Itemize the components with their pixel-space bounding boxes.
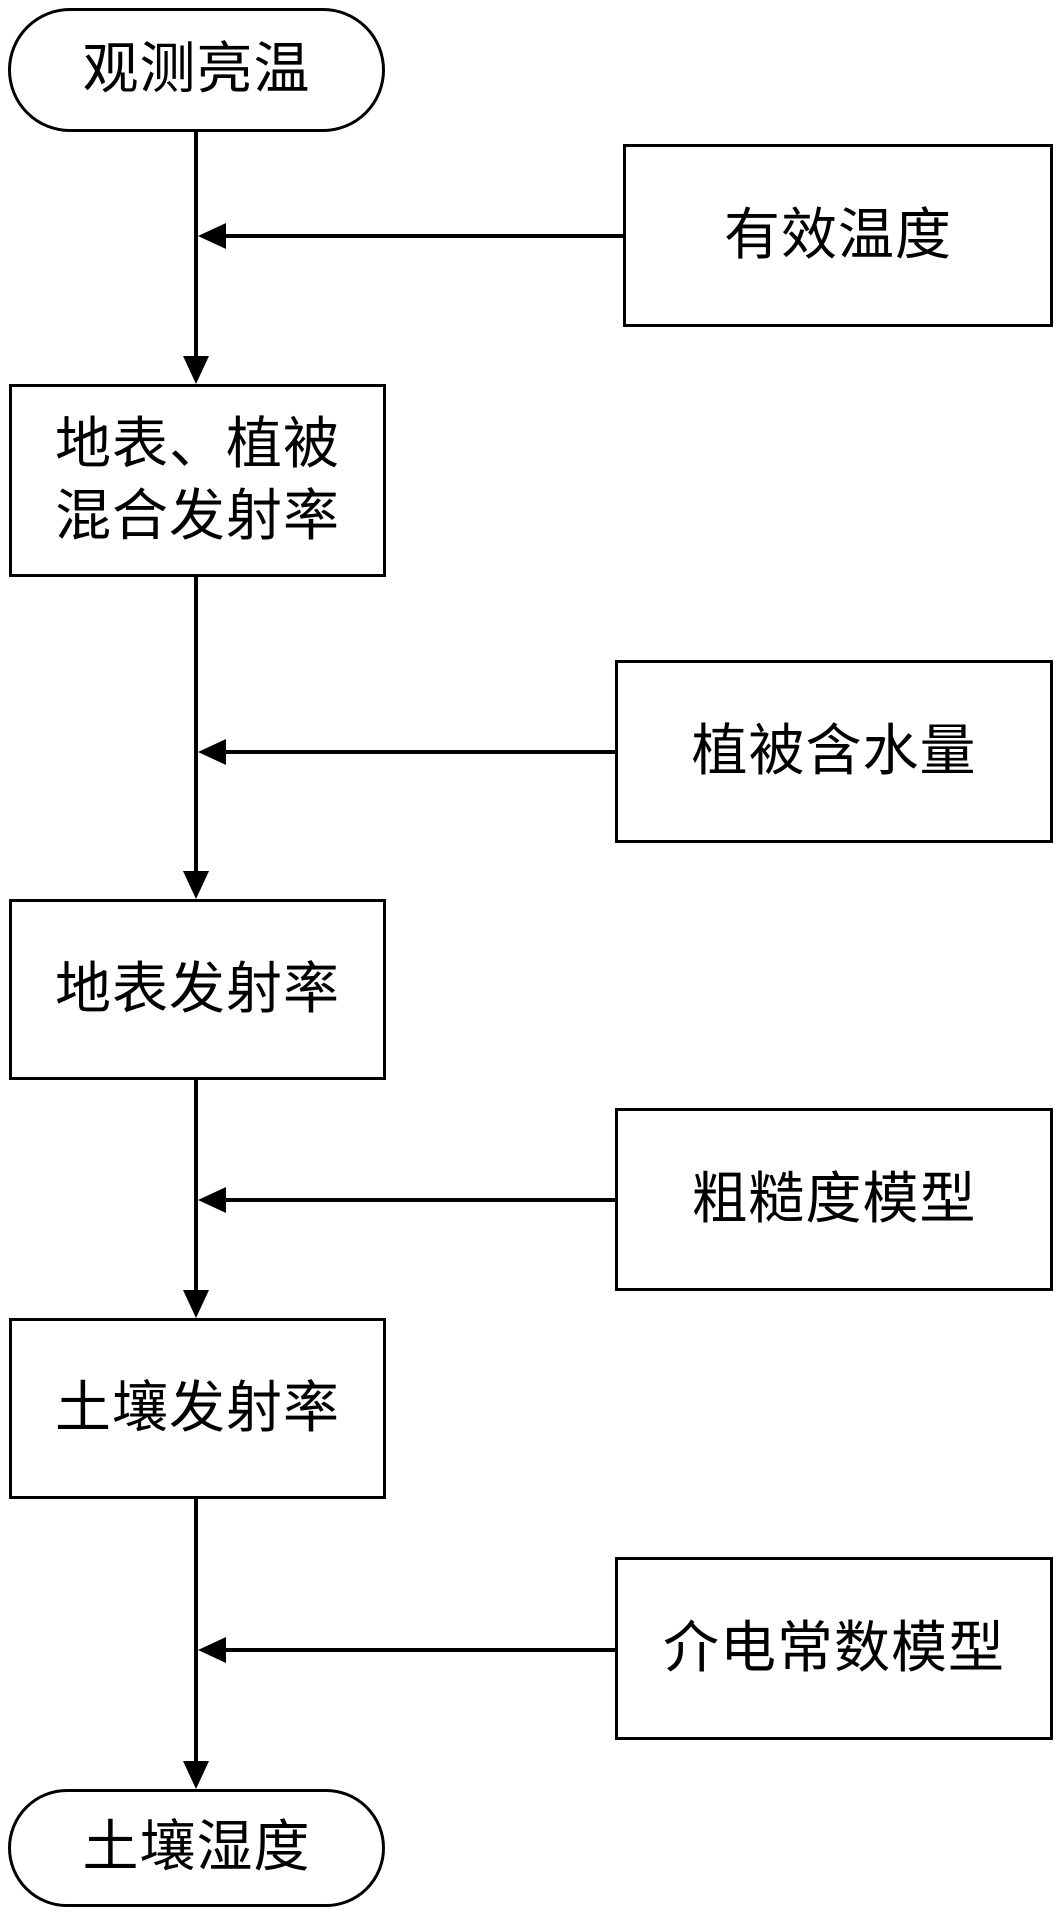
input-node-dielectric-model: 介电常数模型 — [615, 1557, 1053, 1740]
main-arrow-2 — [183, 577, 209, 899]
surface-emissivity-label: 地表发射率 — [55, 956, 340, 1022]
effective-temperature-label: 有效温度 — [724, 202, 952, 268]
end-node-soil-moisture: 土壤湿度 — [8, 1789, 385, 1907]
dielectric-model-label: 介电常数模型 — [663, 1615, 1005, 1681]
mixed-emissivity-label-line-1: 地表、植被 — [55, 411, 340, 477]
input-node-vegetation-water-content: 植被含水量 — [615, 660, 1053, 843]
main-arrow-4 — [183, 1499, 209, 1789]
input-arrow-dielectric — [198, 1637, 615, 1663]
roughness-model-label: 粗糙度模型 — [691, 1166, 977, 1232]
input-arrow-vegetation-water — [198, 739, 615, 765]
start-node-observed-brightness-temperature: 观测亮温 — [8, 8, 385, 132]
input-node-roughness-model: 粗糙度模型 — [615, 1108, 1053, 1291]
process-node-soil-emissivity: 土壤发射率 — [9, 1318, 386, 1499]
end-node-label: 土壤湿度 — [82, 1815, 311, 1881]
process-node-surface-emissivity: 地表发射率 — [9, 899, 386, 1080]
start-node-label: 观测亮温 — [82, 37, 311, 103]
main-arrow-3 — [183, 1080, 209, 1318]
process-node-mixed-emissivity: 地表、植被 混合发射率 — [9, 384, 386, 577]
input-arrow-effective-temperature — [198, 223, 623, 249]
mixed-emissivity-label-line-2: 混合发射率 — [55, 483, 340, 549]
input-node-effective-temperature: 有效温度 — [623, 144, 1053, 327]
vegetation-water-content-label: 植被含水量 — [691, 718, 977, 784]
main-arrow-1 — [183, 132, 209, 384]
input-arrow-roughness — [198, 1187, 615, 1213]
soil-emissivity-label: 土壤发射率 — [55, 1375, 340, 1441]
